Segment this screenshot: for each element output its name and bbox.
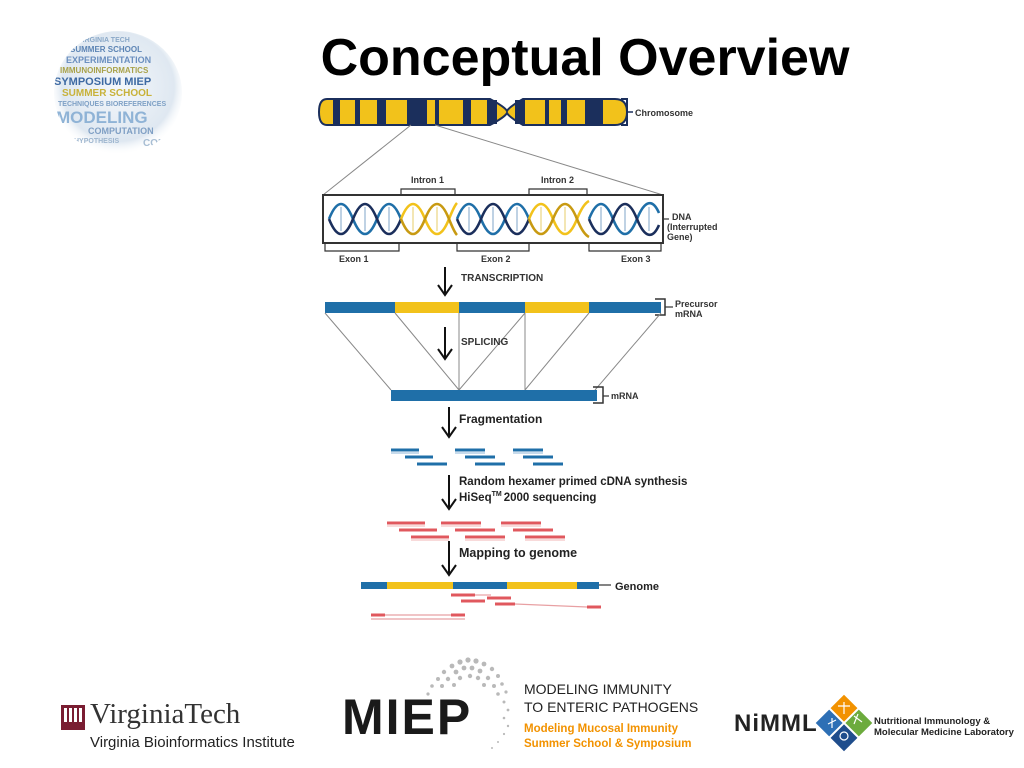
sequencing-reads xyxy=(387,521,565,539)
nimml-diamond-icon xyxy=(815,694,873,752)
synthesis-label: Random hexamer primed cDNA synthesis xyxy=(459,476,687,488)
splicing-arrow xyxy=(437,327,453,361)
svg-text:SUMMER SCHOOL: SUMMER SCHOOL xyxy=(62,88,152,99)
svg-text:TECHNIQUES BIOREFERENCES: TECHNIQUES BIOREFERENCES xyxy=(58,101,166,108)
fragmentation-arrow xyxy=(441,407,457,439)
miep-line1: MODELING IMMUNITY xyxy=(524,681,672,697)
genome-label: Genome xyxy=(615,581,659,593)
transcription-label: TRANSCRIPTION xyxy=(461,273,543,284)
dna-label-line3: Gene) xyxy=(667,232,693,242)
exon1-label: Exon 1 xyxy=(339,254,369,264)
vt-shield-icon xyxy=(61,705,85,730)
nimml-line2: Molecular Medicine Laboratory xyxy=(874,727,1014,738)
intron2-label: Intron 2 xyxy=(541,175,574,185)
rna-fragments xyxy=(391,448,563,466)
cdna-synthesis-arrow xyxy=(441,475,457,511)
precursor-mrna xyxy=(325,298,673,316)
miep-dots-icon xyxy=(426,657,510,749)
transcription-arrow xyxy=(437,267,453,297)
miep-logo-text: MIEP xyxy=(342,689,473,745)
gene-expression-diagram: Chromosome Intron 1 Intron 2 xyxy=(317,98,718,620)
vt-institute: Virginia Bioinformatics Institute xyxy=(90,734,295,751)
svg-text:EXPERIMENTATION: EXPERIMENTATION xyxy=(66,55,151,65)
svg-text:SUMMER SCHOOL: SUMMER SCHOOL xyxy=(70,45,142,54)
symposium-logo: VIRGINIA TECH SUMMER SCHOOL EXPERIMENTAT… xyxy=(54,31,182,155)
chromosome xyxy=(317,98,633,126)
svg-text:COM: COM xyxy=(143,138,166,149)
dna-label-line2: (Interrupted xyxy=(667,222,718,232)
dna-label-line1: DNA xyxy=(672,212,692,222)
fragmentation-label: Fragmentation xyxy=(459,412,542,426)
precursor-label-line2: mRNA xyxy=(675,309,703,319)
nimml-logo-text: NiMML xyxy=(734,710,818,737)
vt-name: VirginiaTech xyxy=(90,698,241,730)
svg-text:VIRGINIA TECH: VIRGINIA TECH xyxy=(78,37,130,44)
nimml-line1: Nutritional Immunology & xyxy=(874,716,991,727)
chromosome-label: Chromosome xyxy=(635,108,693,118)
intron1-label: Intron 1 xyxy=(411,175,444,185)
svg-text:COMPUTATION: COMPUTATION xyxy=(88,126,154,136)
mrna-label: mRNA xyxy=(611,391,639,401)
svg-text:SYMPOSIUM MIEP: SYMPOSIUM MIEP xyxy=(54,76,151,88)
svg-text:IMMUNOINFORMATICS: IMMUNOINFORMATICS xyxy=(60,66,149,75)
mapping-arrow xyxy=(441,541,457,577)
mapping-label: Mapping to genome xyxy=(459,546,577,560)
svg-text:HYPOTHESIS: HYPOTHESIS xyxy=(74,138,119,145)
virginia-tech-logo: VirginiaTech Virginia Bioinformatics Ins… xyxy=(60,696,320,756)
miep-line4: Summer School & Symposium xyxy=(524,738,692,750)
dna-helix xyxy=(322,194,664,244)
svg-text:MODELING: MODELING xyxy=(56,108,148,127)
exon2-label: Exon 2 xyxy=(481,254,511,264)
slide-title: Conceptual Overview xyxy=(320,29,850,87)
mapped-reads xyxy=(371,593,601,620)
genome-track xyxy=(361,582,611,589)
miep-line3: Modeling Mucosal Immunity xyxy=(524,723,678,735)
precursor-label-line1: Precursor xyxy=(675,299,718,309)
mature-mrna xyxy=(391,386,609,404)
exon3-label: Exon 3 xyxy=(621,254,651,264)
miep-line2: TO ENTERIC PATHOGENS xyxy=(524,699,699,715)
splicing-label: SPLICING xyxy=(461,337,508,348)
